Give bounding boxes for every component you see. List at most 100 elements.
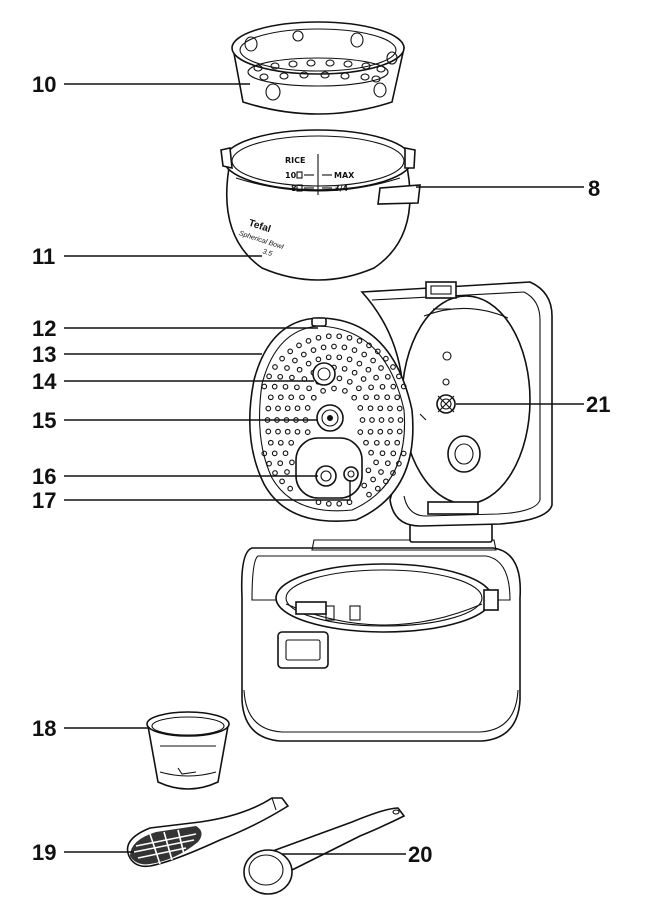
perforation-hole — [265, 405, 272, 412]
perforation-hole — [267, 394, 274, 401]
perforation-hole — [396, 373, 402, 380]
perforation-hole — [351, 347, 358, 353]
callout-16: 16 — [32, 464, 56, 489]
perforation-hole — [366, 491, 372, 498]
perforation-hole — [294, 428, 301, 435]
perforation-hole — [377, 428, 384, 435]
perforation-hole — [368, 384, 374, 391]
cooker-body — [240, 523, 522, 742]
soup-ladle — [243, 807, 406, 895]
perforation-hole — [360, 376, 367, 382]
perforation-hole — [387, 405, 393, 412]
perforation-hole — [387, 428, 393, 435]
perforation-hole — [400, 383, 407, 390]
perforation-hole — [267, 439, 274, 446]
perforation-hole — [363, 439, 369, 446]
callout-19: 19 — [32, 840, 56, 865]
perforation-hole — [373, 459, 379, 466]
perforation-hole — [336, 354, 343, 361]
perforation-hole — [365, 366, 372, 373]
perforation-hole — [384, 439, 391, 446]
perforation-hole — [373, 439, 380, 446]
callout-17: 17 — [32, 488, 56, 513]
steam-valve-14 — [312, 362, 336, 386]
perforation-hole — [373, 394, 380, 401]
perforation-hole — [361, 482, 368, 489]
perforation-hole — [357, 405, 364, 411]
perforation-hole — [310, 347, 317, 353]
perforation-hole — [359, 417, 366, 423]
perforation-hole — [287, 348, 294, 355]
perforation-hole — [394, 439, 401, 446]
perforation-hole — [379, 450, 386, 457]
callout-10: 10 — [32, 72, 56, 97]
perforation-hole — [288, 394, 295, 401]
perforation-hole — [351, 369, 358, 376]
perforation-hole — [341, 344, 348, 351]
perforation-hole — [277, 394, 284, 401]
perforation-hole — [306, 385, 312, 392]
perforation-hole — [315, 356, 322, 363]
callout-numbers: 10 8 11 12 13 14 15 21 16 17 18 19 20 — [32, 72, 610, 867]
perforation-hole — [367, 405, 374, 412]
marking-max: MAX — [334, 171, 355, 180]
perforation-hole — [320, 344, 327, 351]
perforation-hole — [282, 450, 289, 457]
lid-valve-21 — [436, 394, 456, 414]
perforation-hole — [361, 351, 368, 358]
perforation-hole — [325, 354, 332, 361]
measuring-cup — [146, 711, 230, 790]
perforation-hole — [365, 467, 372, 474]
perforation-hole — [378, 365, 384, 371]
perforation-hole — [397, 417, 404, 423]
perforation-hole — [383, 355, 389, 362]
callout-8: 8 — [588, 176, 600, 201]
perforation-hole — [390, 364, 396, 370]
perforation-hole — [400, 450, 407, 457]
basket-holes — [244, 30, 398, 101]
perforation-hole — [394, 394, 401, 401]
perforation-hole — [296, 342, 302, 349]
steam-basket — [231, 21, 405, 115]
perforation-hole — [284, 365, 290, 371]
perforation-hole — [396, 405, 403, 412]
perforation-hole — [396, 428, 403, 435]
marking-10: 10 — [285, 171, 297, 180]
perforation-hole — [374, 485, 381, 492]
perforation-hole — [383, 478, 389, 485]
perforation-hole — [305, 360, 312, 367]
perforation-hole — [294, 384, 300, 391]
perforation-hole — [390, 470, 396, 476]
perforation-hole — [325, 500, 332, 507]
perforation-hole — [294, 405, 301, 412]
perforation-hole — [284, 428, 291, 435]
perforation-hole — [265, 428, 272, 435]
perforation-hole — [384, 394, 391, 401]
perforation-hole — [300, 351, 307, 358]
leader-lines — [64, 83, 584, 855]
perforation-hole — [292, 357, 298, 364]
perforation-hole — [266, 373, 272, 380]
perforation-hole — [310, 394, 317, 401]
marking-three-quarters: 3/4 — [334, 184, 348, 193]
perforation-hole — [275, 428, 281, 435]
perforation-hole — [370, 476, 376, 483]
perforation-hole — [304, 405, 311, 411]
perforation-hole — [287, 485, 294, 492]
perforation-hole — [277, 439, 284, 446]
perforation-hole — [305, 338, 312, 344]
release-button — [277, 631, 329, 669]
perforation-hole — [275, 405, 281, 412]
perforation-hole — [366, 342, 372, 349]
rice-marking: RICE — [285, 156, 305, 165]
callout-15: 15 — [32, 408, 56, 433]
perforation-hole — [356, 338, 363, 344]
rice-paddle — [126, 797, 290, 868]
perforation-hole — [279, 478, 285, 485]
perforation-hole — [261, 383, 268, 390]
perforation-hole — [315, 334, 322, 341]
perforation-hole — [336, 500, 343, 507]
callout-18: 18 — [32, 716, 56, 741]
perforation-hole — [266, 460, 272, 467]
perforation-hole — [277, 373, 284, 380]
